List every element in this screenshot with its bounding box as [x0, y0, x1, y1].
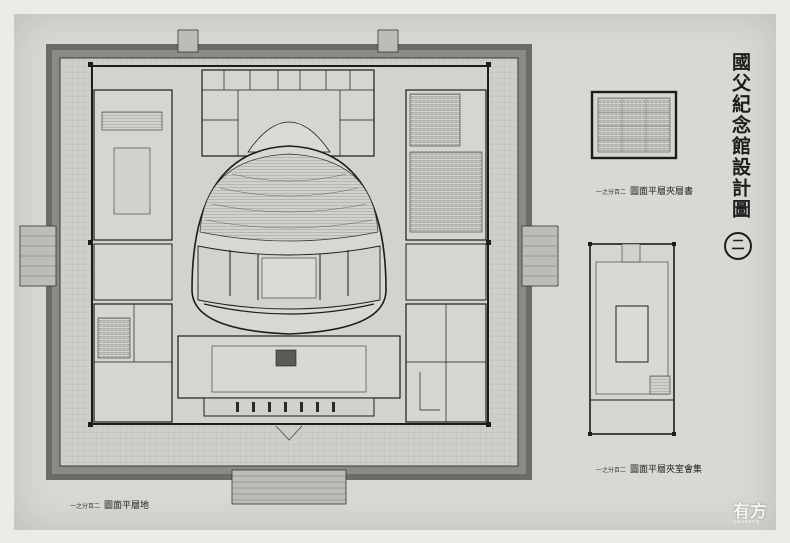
watermark-logo: 有方: [733, 502, 767, 522]
assembly-scale: 一之分百二: [596, 467, 627, 474]
mezzanine-scale: 一之分百二: [596, 189, 627, 196]
south-main-stair: [231, 469, 347, 505]
statue-pedestal: [275, 349, 297, 367]
north-west-stair: [177, 29, 199, 53]
ground-floor-scale: 一之分百二: [70, 503, 101, 510]
sheet-number: 二: [724, 232, 752, 260]
assembly-title: 圖面平層夾室會集: [630, 465, 703, 475]
ground-floor-title: 圖面平層地: [104, 501, 150, 511]
auditorium: [191, 145, 387, 335]
mezzanine-title: 圖面平層夾層書: [630, 187, 694, 197]
mezzanine-caption: 一之分百二圖面平層夾層書: [596, 184, 693, 197]
mezzanine-plan: [590, 90, 678, 160]
north-east-stair: [377, 29, 399, 53]
ground-floor-plan: [19, 29, 559, 505]
entrance-portico: [203, 397, 375, 417]
assembly-caption: 一之分百二圖面平層夾室會集: [596, 462, 702, 475]
drawing-title: 國父紀念館設計圖: [729, 52, 751, 220]
stage: [247, 121, 331, 153]
assembly-level-plan: [588, 242, 676, 436]
watermark-subtext: youfang: [733, 519, 761, 525]
ground-floor-caption: 一之分百二圖面平層地: [70, 498, 149, 511]
west-hall-room: [113, 147, 151, 215]
auditorium-seating: [199, 153, 379, 242]
